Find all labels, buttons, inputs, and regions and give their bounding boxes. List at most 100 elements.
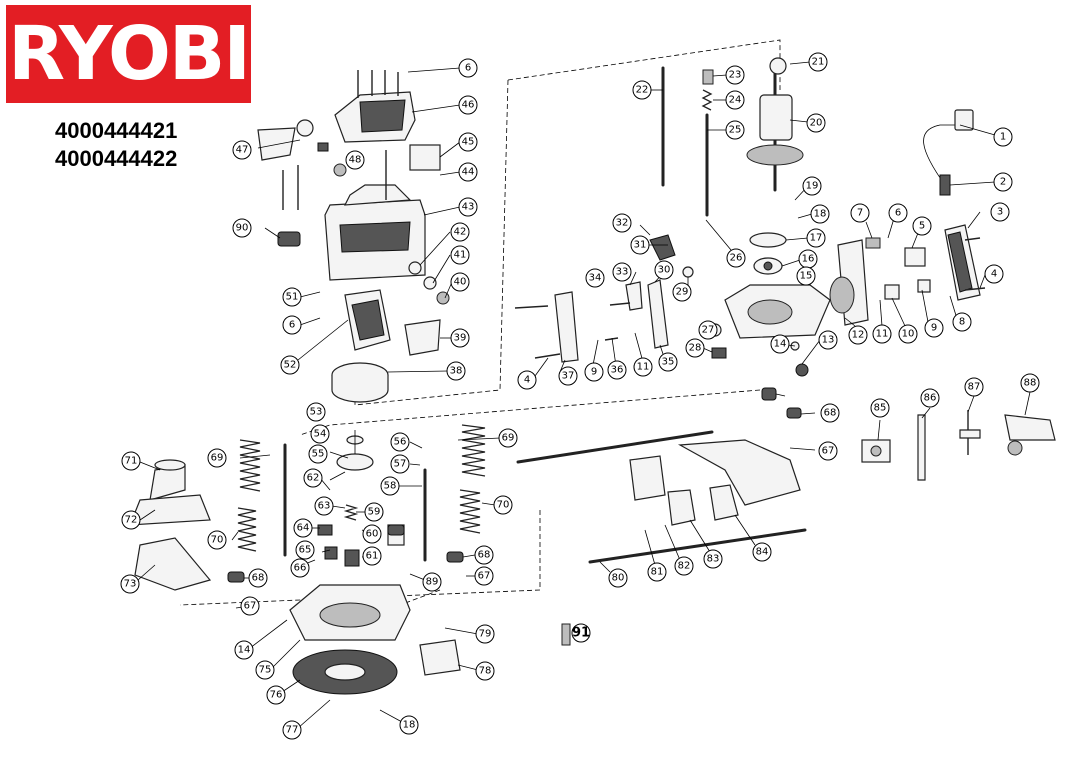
svg-text:37: 37 xyxy=(562,371,575,382)
assembly-guide-line xyxy=(299,389,761,436)
callout-68: 68 xyxy=(820,403,840,423)
callout-37: 37 xyxy=(558,366,578,386)
svg-text:40: 40 xyxy=(454,277,467,288)
handle-grip-part xyxy=(944,224,981,301)
callout-29: 29 xyxy=(672,282,692,302)
callout-34: 34 xyxy=(585,268,605,288)
svg-text:4: 4 xyxy=(991,269,997,280)
svg-text:70: 70 xyxy=(497,500,510,511)
brush-parts xyxy=(408,261,450,305)
svg-text:45: 45 xyxy=(462,137,475,148)
callout-9: 9 xyxy=(584,362,604,382)
callout-65: 65 xyxy=(295,540,315,560)
svg-text:84: 84 xyxy=(756,547,769,558)
callout-58: 58 xyxy=(380,476,400,496)
callout-12: 12 xyxy=(848,325,868,345)
svg-text:88: 88 xyxy=(1024,378,1037,389)
model-number-1: 4000444421 xyxy=(55,118,178,143)
callout-45: 45 xyxy=(458,132,478,152)
svg-text:29: 29 xyxy=(676,287,689,298)
lock-knobs xyxy=(227,524,464,583)
svg-text:14: 14 xyxy=(774,339,787,350)
callout-71: 71 xyxy=(121,451,141,471)
model-number-2: 4000444422 xyxy=(55,146,178,171)
callout-32: 32 xyxy=(612,213,632,233)
callout-33: 33 xyxy=(612,262,632,282)
svg-text:64: 64 xyxy=(297,523,310,534)
svg-text:60: 60 xyxy=(366,529,379,540)
svg-text:15: 15 xyxy=(800,271,813,282)
svg-text:26: 26 xyxy=(730,253,743,264)
svg-text:27: 27 xyxy=(702,325,715,336)
callout-55: 55 xyxy=(308,444,328,464)
callout-11: 11 xyxy=(633,357,653,377)
handle-left-part xyxy=(554,279,669,363)
svg-text:18: 18 xyxy=(814,209,827,220)
callout-31: 31 xyxy=(630,235,650,255)
callout-4: 4 xyxy=(517,370,537,390)
callout-39: 39 xyxy=(450,328,470,348)
warning-label-part xyxy=(404,319,441,356)
callout-62: 62 xyxy=(303,468,323,488)
dust-hood-part xyxy=(129,459,211,526)
callout-80: 80 xyxy=(608,568,628,588)
bracket-part xyxy=(409,144,441,171)
callout-83: 83 xyxy=(703,549,723,569)
callout-11: 11 xyxy=(872,324,892,344)
base-plate-part xyxy=(134,537,212,591)
svg-text:35: 35 xyxy=(662,357,675,368)
svg-text:76: 76 xyxy=(270,690,283,701)
svg-text:22: 22 xyxy=(636,85,649,96)
svg-text:68: 68 xyxy=(824,408,837,419)
callout-67: 67 xyxy=(240,596,260,616)
svg-text:13: 13 xyxy=(822,335,835,346)
svg-text:77: 77 xyxy=(286,725,299,736)
callout-21: 21 xyxy=(808,52,828,72)
svg-text:55: 55 xyxy=(312,449,325,460)
plunge-base-part xyxy=(289,584,411,641)
callout-48: 48 xyxy=(345,150,365,170)
svg-text:80: 80 xyxy=(612,573,625,584)
callout-77: 77 xyxy=(282,720,302,740)
svg-text:82: 82 xyxy=(678,561,691,572)
svg-text:73: 73 xyxy=(124,579,137,590)
svg-text:66: 66 xyxy=(294,563,307,574)
callout-23: 23 xyxy=(725,65,745,85)
svg-text:81: 81 xyxy=(651,567,664,578)
svg-text:8: 8 xyxy=(959,317,965,328)
callout-19: 19 xyxy=(802,176,822,196)
callout-79: 79 xyxy=(475,624,495,644)
svg-text:28: 28 xyxy=(689,343,702,354)
callout-90: 90 xyxy=(232,218,252,238)
svg-text:9: 9 xyxy=(591,367,597,378)
svg-text:90: 90 xyxy=(236,223,249,234)
callout-14: 14 xyxy=(770,334,790,354)
svg-text:11: 11 xyxy=(637,362,650,373)
svg-text:12: 12 xyxy=(852,330,865,341)
svg-text:34: 34 xyxy=(589,273,602,284)
base-casting-part xyxy=(724,284,831,339)
callout-14: 14 xyxy=(234,640,254,660)
svg-text:9: 9 xyxy=(931,323,937,334)
callout-4: 4 xyxy=(984,264,1004,284)
svg-text:54: 54 xyxy=(314,429,327,440)
svg-text:16: 16 xyxy=(802,254,815,265)
callout-57: 57 xyxy=(390,454,410,474)
motor-ring-part xyxy=(331,362,389,403)
brush-holder-part xyxy=(296,119,347,177)
svg-text:56: 56 xyxy=(394,437,407,448)
callout-85: 85 xyxy=(870,398,890,418)
svg-text:10: 10 xyxy=(902,329,915,340)
svg-text:23: 23 xyxy=(729,70,742,81)
svg-text:57: 57 xyxy=(394,459,407,470)
callout-82: 82 xyxy=(674,556,694,576)
svg-text:58: 58 xyxy=(384,481,397,492)
svg-text:1: 1 xyxy=(1000,132,1006,143)
callout-89: 89 xyxy=(422,572,442,592)
knob-part xyxy=(277,231,301,247)
callout-70: 70 xyxy=(493,495,513,515)
callout-60: 60 xyxy=(362,524,382,544)
svg-text:72: 72 xyxy=(125,515,138,526)
svg-text:38: 38 xyxy=(450,366,463,377)
callout-6: 6 xyxy=(458,58,478,78)
